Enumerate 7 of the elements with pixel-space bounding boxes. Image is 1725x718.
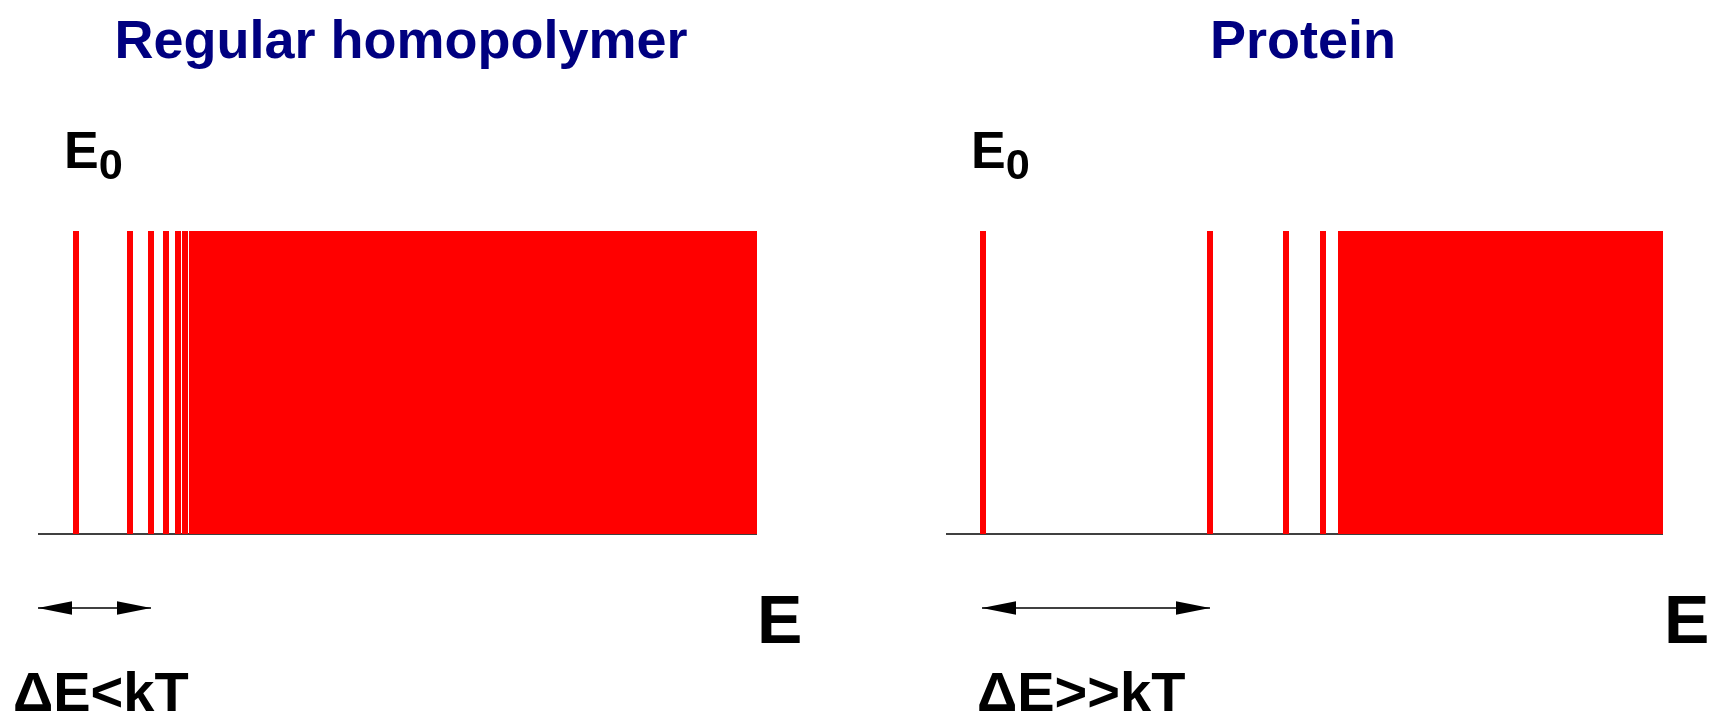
energy-gap-label: ΔE<kT [13, 664, 189, 718]
ground-state-label: E$_{0}$ [64, 124, 123, 187]
ground-state-label: E$_{0}$ [971, 124, 1030, 187]
energy-gap-label: ΔE>>kT [977, 664, 1186, 718]
axis-label: E [1664, 585, 1710, 653]
axis-label: E [757, 585, 803, 653]
panel-title: Protein [1210, 12, 1397, 66]
